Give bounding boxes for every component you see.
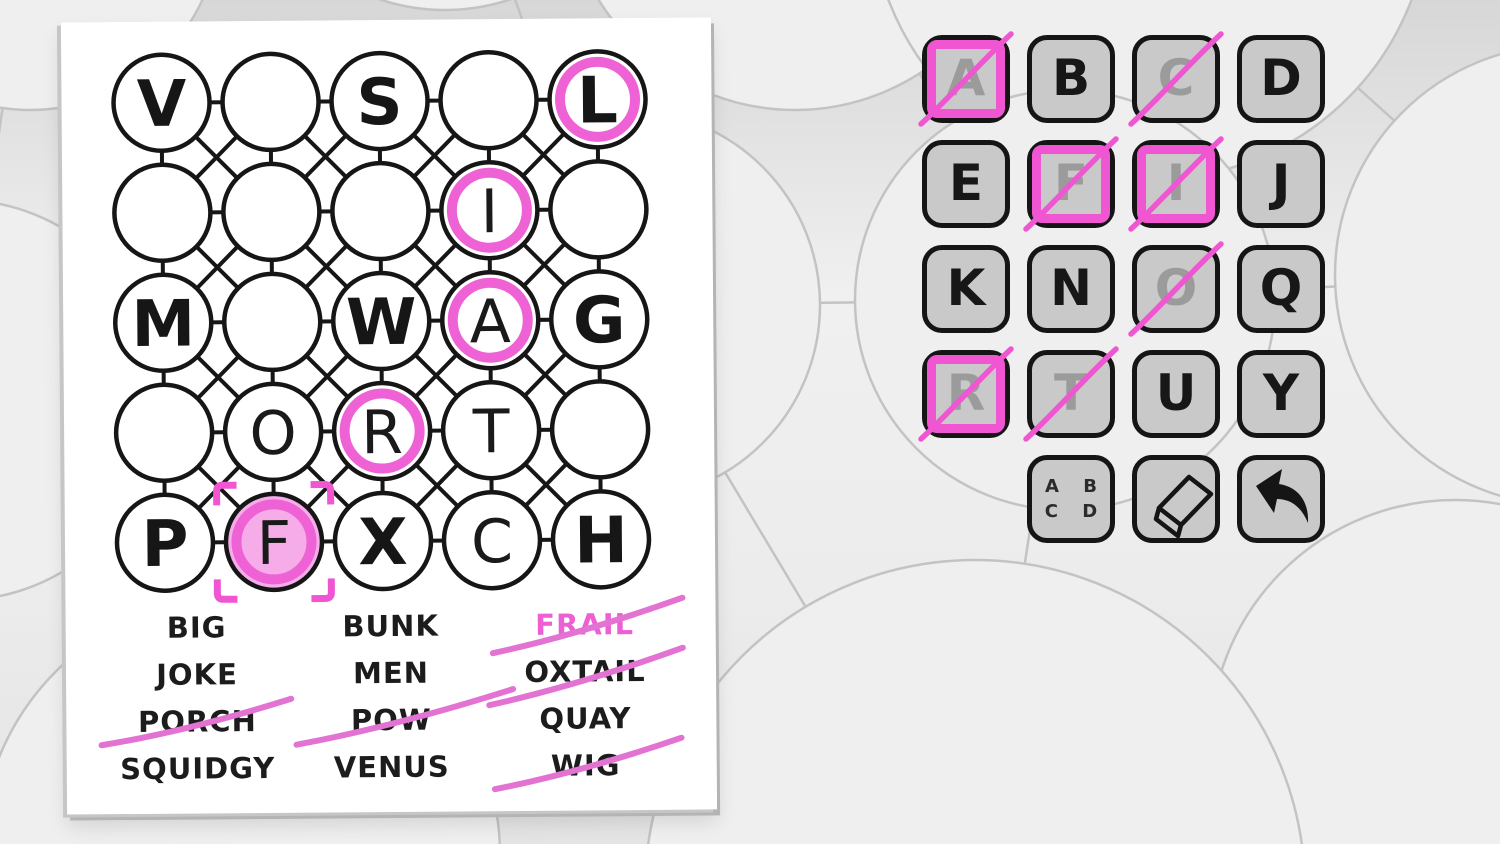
grid-cell-r2c5[interactable] xyxy=(548,159,649,260)
grid-cell-r1c1[interactable]: V xyxy=(111,52,212,154)
grid-letter: C xyxy=(471,507,513,577)
grid-cell-r2c3[interactable] xyxy=(330,160,431,262)
key-letter: T xyxy=(1053,364,1089,422)
key-letter: A xyxy=(946,49,986,107)
key-N[interactable]: N xyxy=(1027,245,1115,333)
key-letter: R xyxy=(946,364,986,422)
grid-letter: G xyxy=(573,284,626,358)
word-oxtail: OXTAIL xyxy=(524,653,646,689)
key-letter: Y xyxy=(1262,364,1300,422)
key-letter: J xyxy=(1271,154,1291,212)
key-letter: D xyxy=(1260,49,1302,107)
key-I[interactable]: I xyxy=(1128,136,1224,232)
key-A[interactable]: A xyxy=(918,31,1014,127)
key-letter: U xyxy=(1155,364,1197,422)
grid-cell-r1c5[interactable]: L xyxy=(547,49,648,150)
word-squidgy: SQUIDGY xyxy=(120,750,276,787)
grid-letter: X xyxy=(358,506,408,580)
word-joke: JOKE xyxy=(156,657,239,692)
key-O[interactable]: O xyxy=(1128,241,1224,337)
word-men: MEN xyxy=(352,655,430,691)
grid-cell-r2c1[interactable] xyxy=(112,162,213,264)
grid-cell-r3c2[interactable] xyxy=(222,271,323,373)
show-letters-label: A B C D xyxy=(1044,476,1107,522)
grid-cell-r3c4[interactable]: A xyxy=(440,269,541,371)
key-Y[interactable]: Y xyxy=(1237,350,1325,438)
key-F[interactable]: F xyxy=(1023,136,1119,232)
grid-cell-r4c4[interactable]: T xyxy=(440,379,542,481)
key-letter: F xyxy=(1053,154,1089,212)
grid-letter: O xyxy=(249,399,297,469)
word-bunk: BUNK xyxy=(342,608,439,644)
grid-cell-r1c3[interactable]: S xyxy=(329,50,430,152)
undo-button[interactable] xyxy=(1237,455,1325,543)
key-letter: B xyxy=(1051,49,1091,107)
grid-cell-r1c4[interactable] xyxy=(438,49,539,151)
word-frail: FRAIL xyxy=(535,607,635,642)
grid-cell-r4c1[interactable] xyxy=(113,382,215,484)
grid-letter: M xyxy=(131,288,195,362)
key-T[interactable]: T xyxy=(1023,346,1119,442)
grid-cell-r2c4[interactable]: I xyxy=(439,159,540,261)
grid-cell-r4c5[interactable] xyxy=(549,379,651,480)
grid-cell-r3c1[interactable]: M xyxy=(113,272,214,374)
grid-cell-r4c3[interactable]: R xyxy=(331,380,433,482)
grid-cell-r5c1[interactable]: P xyxy=(114,492,216,594)
grid-letter: W xyxy=(346,286,417,361)
key-D[interactable]: D xyxy=(1237,35,1325,123)
word-venus: VENUS xyxy=(333,749,450,785)
key-B[interactable]: B xyxy=(1027,35,1115,123)
grid-letter: S xyxy=(356,66,403,140)
eraser-button[interactable] xyxy=(1132,455,1220,543)
key-letter: E xyxy=(948,154,984,212)
word-wig: WIG xyxy=(550,748,621,783)
grid-letter: T xyxy=(472,397,511,467)
key-Q[interactable]: Q xyxy=(1237,245,1325,333)
word-big: BIG xyxy=(166,610,227,645)
grid-letter: L xyxy=(577,64,618,138)
eraser-icon xyxy=(1153,474,1214,538)
grid-letter: P xyxy=(141,508,188,582)
key-letter: O xyxy=(1154,259,1198,317)
grid-letter: V xyxy=(136,68,187,142)
grid-cell-r2c2[interactable] xyxy=(221,161,322,263)
selection-brackets xyxy=(213,481,335,603)
key-R[interactable]: R xyxy=(918,346,1014,442)
grid-letter: H xyxy=(574,504,628,578)
grid-cell-r5c5[interactable]: H xyxy=(550,489,652,590)
key-letter: Q xyxy=(1259,259,1303,317)
key-C[interactable]: C xyxy=(1128,31,1224,127)
key-letter: C xyxy=(1157,49,1195,107)
grid-letter: I xyxy=(480,177,498,247)
grid-cell-r5c2[interactable]: F xyxy=(213,481,335,603)
word-porch: PORCH xyxy=(137,704,257,739)
key-J[interactable]: J xyxy=(1237,140,1325,228)
grid-cell-r3c5[interactable]: G xyxy=(548,269,650,370)
undo-icon xyxy=(1256,469,1309,523)
key-U[interactable]: U xyxy=(1132,350,1220,438)
key-letter: N xyxy=(1050,259,1092,317)
grid-cell-r3c3[interactable]: W xyxy=(331,270,432,372)
grid-cell-r5c4[interactable]: C xyxy=(441,489,543,591)
key-letter: K xyxy=(946,259,986,317)
word-pow: POW xyxy=(350,702,432,738)
grid-letter: A xyxy=(469,287,511,357)
key-letter: I xyxy=(1166,154,1186,212)
grid-cell-r4c2[interactable]: O xyxy=(222,381,324,483)
grid-cell-r5c3[interactable]: X xyxy=(332,490,434,592)
word-quay: QUAY xyxy=(539,701,632,736)
letter-keyboard: A B C D E F I J K N O Q R T U Y A B C D xyxy=(918,31,1325,543)
grid-cell-r1c2[interactable] xyxy=(220,51,321,153)
key-E[interactable]: E xyxy=(922,140,1010,228)
show-letters-button[interactable]: A B C D xyxy=(1027,455,1115,543)
key-K[interactable]: K xyxy=(922,245,1010,333)
grid-letter: F xyxy=(256,509,291,579)
grid-letter: R xyxy=(361,398,403,468)
